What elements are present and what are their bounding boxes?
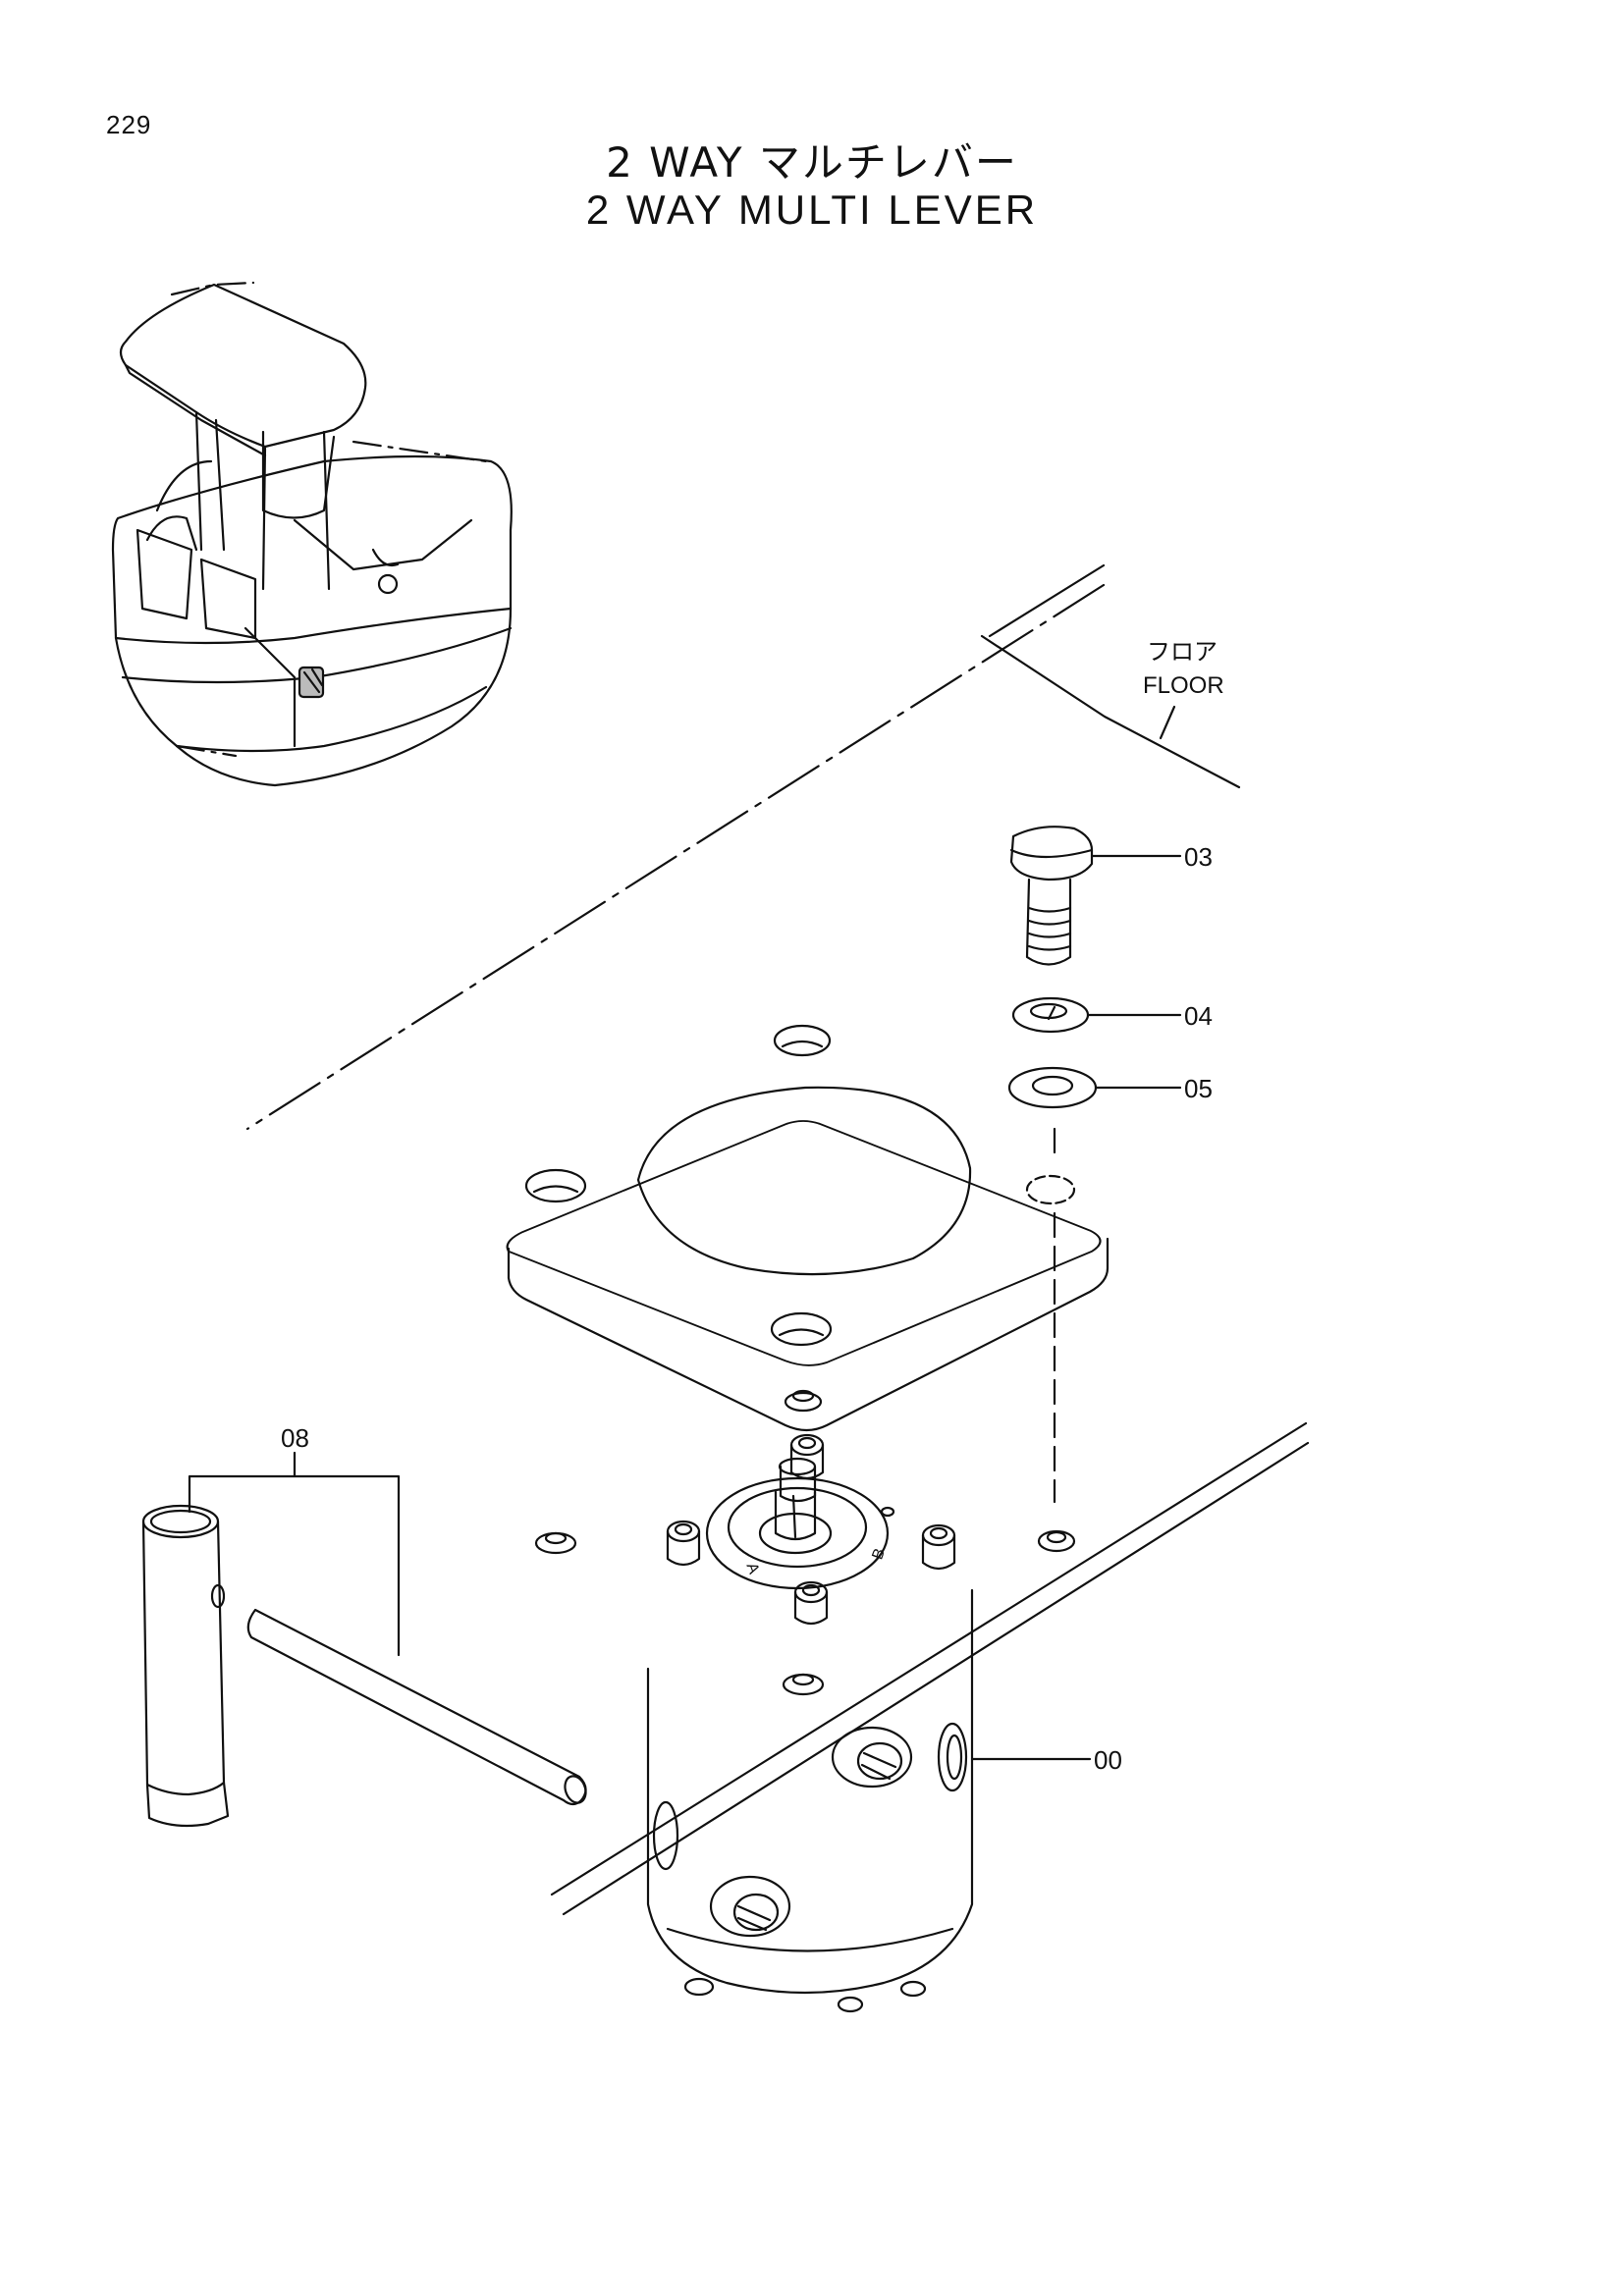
lever-handle-part	[141, 1451, 587, 1828]
callout-03: 03	[1184, 842, 1213, 872]
callout-00: 00	[1094, 1745, 1122, 1775]
floor-plane	[245, 563, 1310, 1916]
cab-overview-illustration	[111, 281, 513, 787]
washer-part	[1007, 1066, 1182, 1109]
callout-04: 04	[1184, 1001, 1213, 1031]
port-letter-b: B	[869, 1546, 889, 1562]
lock-washer-part	[1011, 996, 1182, 1034]
floor-label-japanese: フロア	[1147, 639, 1218, 666]
floor-label-english: FLOOR	[1143, 672, 1224, 699]
callout-05: 05	[1184, 1074, 1213, 1103]
page-number: 229	[106, 110, 152, 139]
bolt-part	[1009, 826, 1182, 966]
port-letter-a: A	[743, 1561, 763, 1576]
callout-08: 08	[281, 1423, 309, 1453]
floor-mounting-holes	[524, 1024, 1076, 1347]
title-japanese: 2 WAY マルチレバー	[606, 138, 1018, 187]
title-english: 2 WAY MULTI LEVER	[585, 187, 1039, 233]
multi-lever-valve	[506, 1120, 1110, 2013]
